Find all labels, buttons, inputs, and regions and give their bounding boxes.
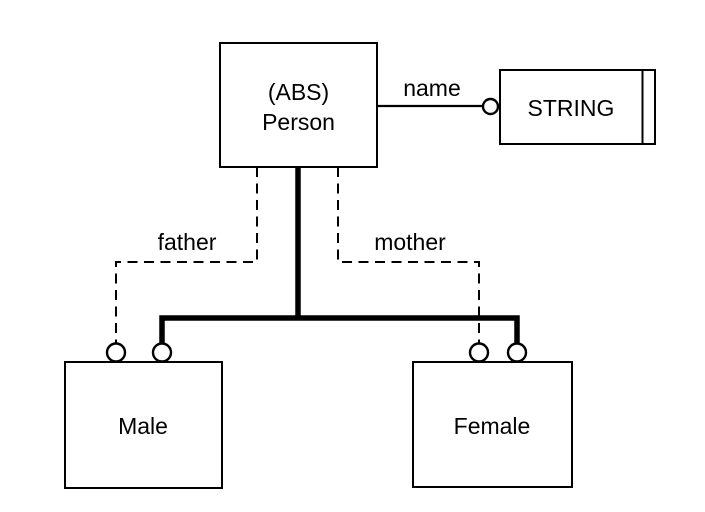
male-box	[64, 361, 223, 489]
node-male: Male	[64, 361, 223, 489]
mother-edge: mother	[337, 167, 490, 363]
node-person: (ABS) Person	[219, 42, 378, 168]
node-female: Female	[412, 361, 573, 488]
name-role-circle	[481, 97, 500, 116]
female-label: Female	[454, 413, 531, 439]
generalization-bar-line	[159, 315, 520, 344]
father-edge-label: father	[158, 229, 217, 255]
generalization-edge	[151, 166, 528, 363]
female-box	[412, 361, 573, 488]
name-edge-label: name	[403, 75, 461, 101]
mother-edge-line	[337, 167, 480, 343]
node-string-type: STRING	[499, 69, 656, 145]
person-stereotype-label: (ABS)	[268, 79, 329, 105]
father-edge: father	[105, 167, 258, 363]
string-type-label: STRING	[528, 95, 615, 121]
mother-edge-label: mother	[374, 229, 446, 255]
generalization-female-circle	[506, 342, 528, 363]
name-edge: name	[377, 75, 500, 116]
father-edge-line	[115, 167, 258, 343]
person-box	[219, 42, 378, 168]
generalization-male-circle	[151, 342, 173, 363]
person-label: Person	[262, 109, 335, 135]
mother-role-circle	[468, 342, 490, 363]
father-role-circle	[105, 342, 127, 363]
string-box	[499, 69, 656, 145]
male-label: Male	[118, 413, 168, 439]
